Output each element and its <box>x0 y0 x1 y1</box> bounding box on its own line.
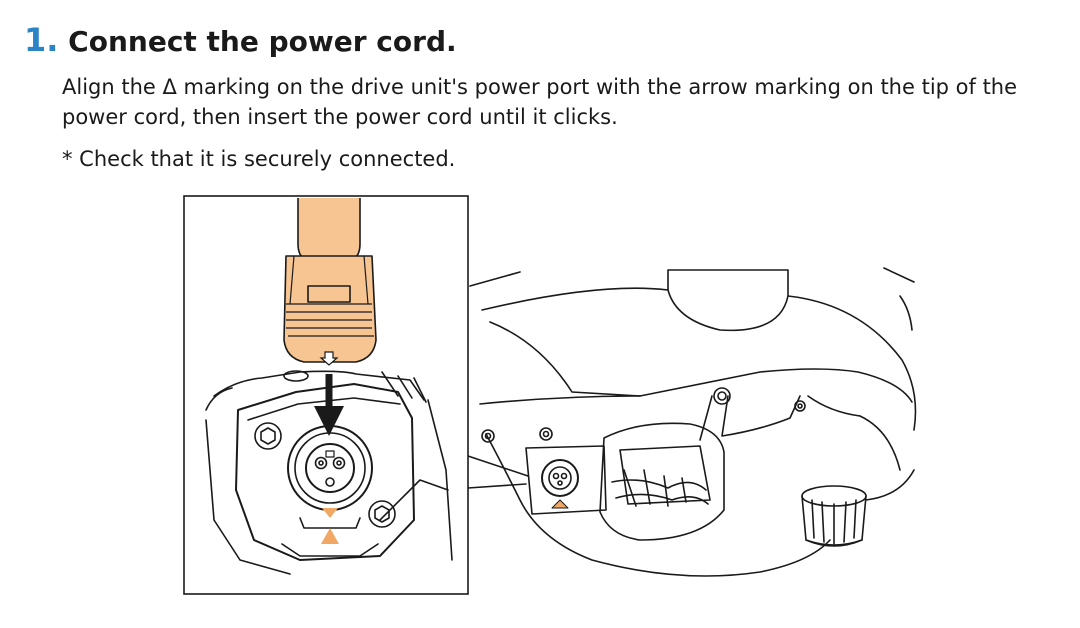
note-text: * Check that it is securely connected. <box>62 147 456 171</box>
step-number: 1. <box>24 21 59 59</box>
drive-unit-drawing <box>467 267 917 577</box>
zoom-inset <box>183 195 469 595</box>
triangle-marker-icon <box>321 528 339 544</box>
step-heading: 1. Connect the power cord. <box>24 22 457 60</box>
power-cord <box>283 198 377 363</box>
insertion-arrow <box>314 374 344 436</box>
down-arrow-icon <box>319 351 339 366</box>
step-title: Connect the power cord. <box>68 25 457 58</box>
triangle-marker-icon <box>322 508 338 518</box>
instruction-text: Align the Δ marking on the drive unit's … <box>62 75 1018 129</box>
